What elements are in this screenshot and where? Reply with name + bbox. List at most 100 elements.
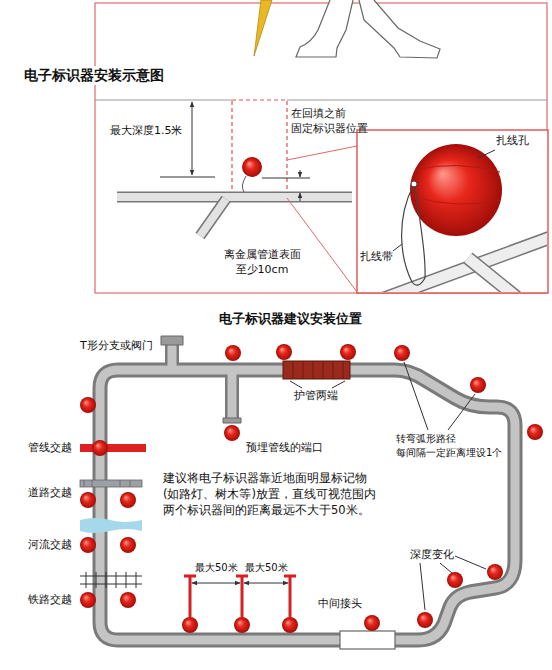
crossing-symbols-part [84,480,130,487]
marker-posts-part [241,576,244,617]
clearance-dimension-part [300,170,301,177]
spacing-dimension-part [192,583,240,584]
marker-balls-part [224,425,240,441]
marker-tie-part [242,176,246,192]
marker-balls-part [80,492,96,508]
marker-ball-part [242,157,262,177]
pipe-network-part [100,370,515,640]
location-label: 深度变化 [410,548,454,563]
location-label: 转弯弧形路径 每间隔一定距离埋设1个 [396,432,506,459]
crossing-symbols [80,444,146,588]
protective-sleeve-part [293,361,343,379]
marker-posts-part [289,576,292,617]
detail-inset-part-part [410,144,502,236]
clearance-dimension [262,170,310,201]
leader-lines-part [448,394,475,430]
marker-balls-part [225,345,241,361]
crossing-symbols-part [80,518,142,533]
marker-balls-part [447,572,463,588]
detail-inset-part-part [415,165,500,172]
detail-inset-part-part [415,186,425,278]
top-pipe-part [200,199,226,236]
detail-inset-part-part [412,278,425,285]
leader-lines-part [420,563,425,610]
protective-sleeve-part [283,361,350,379]
ground-line [95,99,547,100]
crossing-label: 河流交越 [28,538,72,553]
pipe-network-part [161,336,183,345]
crossing-label: 管线交越 [28,441,72,456]
marker-balls-part [417,612,433,628]
detail-inset-part-part [478,150,495,158]
detail-inset [357,130,552,300]
detail-inset-part-part [411,181,417,187]
marker-balls-part [80,537,96,553]
marker-balls-part [527,424,543,440]
marker-balls-part [120,537,136,553]
pipe-network-part [223,418,241,423]
dimension-label: 最大50米 [245,561,288,575]
detail-inset-part-part [468,258,520,292]
protective-sleeve [283,361,350,379]
spacing-dimension-part [244,583,288,584]
location-label: 护管两端 [294,389,338,404]
marker-posts-part [184,575,196,578]
leader-lines-part [440,563,452,573]
crossing-label: 道路交越 [28,486,72,501]
pipe-network [100,336,515,640]
marker-balls-part [340,344,356,360]
crossing-symbols-part [80,444,146,452]
probe-pole [254,0,272,56]
section-title: 电子标识器建议安装位置 [219,310,362,328]
crossing-label: 铁路交越 [28,593,72,608]
crossing-symbols-part [86,572,136,588]
location-label: 中间接头 [318,597,362,612]
clearance-dimension-part [262,178,310,179]
top-pipe [117,197,352,236]
walking-person-part [296,0,353,57]
detail-inset-part-part [412,196,500,204]
depth-dimension-part [192,102,193,175]
depth-label: 最大深度1.5米 [108,124,185,139]
marker-balls-part [92,440,108,456]
probe-pole-part [254,0,272,56]
advice-note: 建议将电子标识器靠近地面明显标记物 (如路灯、树木等)放置，直线可视范围内 两个… [163,470,413,518]
pipe-network-part [228,372,237,419]
depth-dimension [160,102,215,177]
marker-balls-part [120,492,136,508]
walking-person [296,0,440,58]
leader-lines-part [332,381,345,388]
walking-person-part [359,0,440,58]
zoom-lines [287,146,357,292]
middle-joint-part [340,631,395,649]
marker-posts-part [236,575,248,578]
depth-dimension-part [160,177,215,178]
marker-balls-part [487,564,503,580]
zoom-lines-part [287,146,357,160]
dimension-label: 最大50米 [195,561,238,575]
panel-title: 电子标识器安装示意图 [22,66,166,85]
location-label: 预埋管线的端口 [246,441,323,456]
clearance-dimension-part [300,193,301,201]
detail-inset-part-part [402,186,413,282]
marker-posts [184,576,296,617]
marker-balls-part [80,397,96,413]
location-label: T形分支或阀门 [80,339,153,354]
marker-ball [242,157,262,177]
ground-line-part [287,99,547,100]
pipe-network-part [100,370,515,640]
marker-tie [242,176,246,192]
part-name: 扎线孔 [496,134,529,149]
ground-line-part [95,99,232,100]
marker-posts-part [189,576,192,617]
marker-balls-part [282,617,298,633]
marker-balls-part [182,617,198,633]
marker-balls-part [470,377,486,393]
clearance-label: 离金属管道表面 至少10cm [210,248,314,278]
top-pipe-part [200,199,226,236]
marker-balls-part [120,592,136,608]
crossing-symbols-part [80,480,142,487]
detail-inset-part-part [393,244,402,251]
backfill-area [232,100,287,198]
marker-balls-part [234,617,250,633]
